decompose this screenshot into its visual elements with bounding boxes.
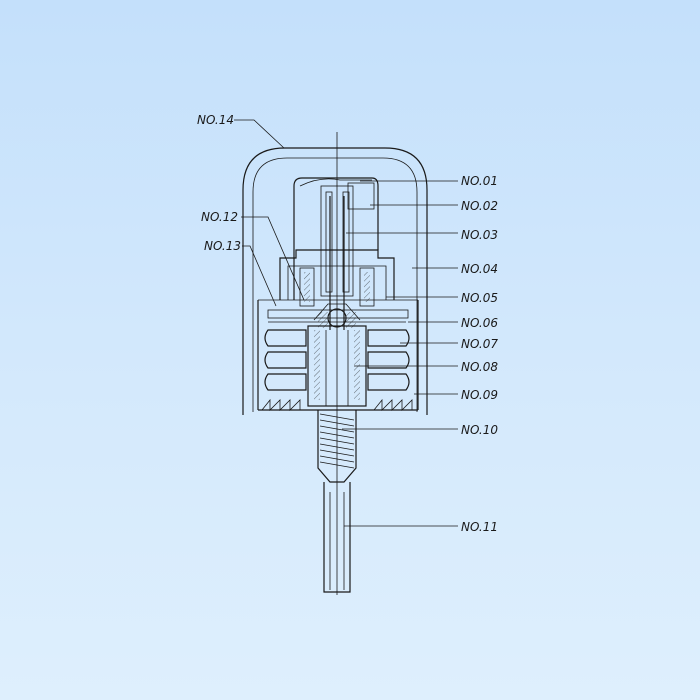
callout-no12: NO.12 <box>201 210 238 224</box>
base-ratchet <box>258 398 418 411</box>
callout-no07: NO.07 <box>461 337 498 351</box>
callout-no14: NO.14 <box>197 113 234 127</box>
threaded-cap-ribs <box>264 321 410 391</box>
actuator-head <box>293 177 379 300</box>
spring-housing <box>317 410 357 483</box>
dip-tube <box>323 482 351 593</box>
overcap <box>242 147 428 415</box>
callout-no05: NO.05 <box>461 291 498 305</box>
callout-no01: NO.01 <box>461 174 498 188</box>
callout-labels: NO.14 NO.12 NO.13 NO.01 NO.02 NO.03 NO.0… <box>197 113 498 534</box>
callout-no10: NO.10 <box>461 423 498 437</box>
callout-no03: NO.03 <box>461 228 498 242</box>
gasket <box>257 299 419 410</box>
callout-no09: NO.09 <box>461 388 498 402</box>
check-ball <box>313 303 361 328</box>
closure-collar <box>279 249 395 307</box>
callout-no11: NO.11 <box>461 520 498 534</box>
callout-no02: NO.02 <box>461 199 498 213</box>
callout-no08: NO.08 <box>461 360 498 374</box>
leader-lines <box>234 119 458 527</box>
stem <box>329 196 345 330</box>
callout-no13: NO.13 <box>204 239 241 253</box>
callout-no04: NO.04 <box>461 262 498 276</box>
callout-no06: NO.06 <box>461 316 498 330</box>
